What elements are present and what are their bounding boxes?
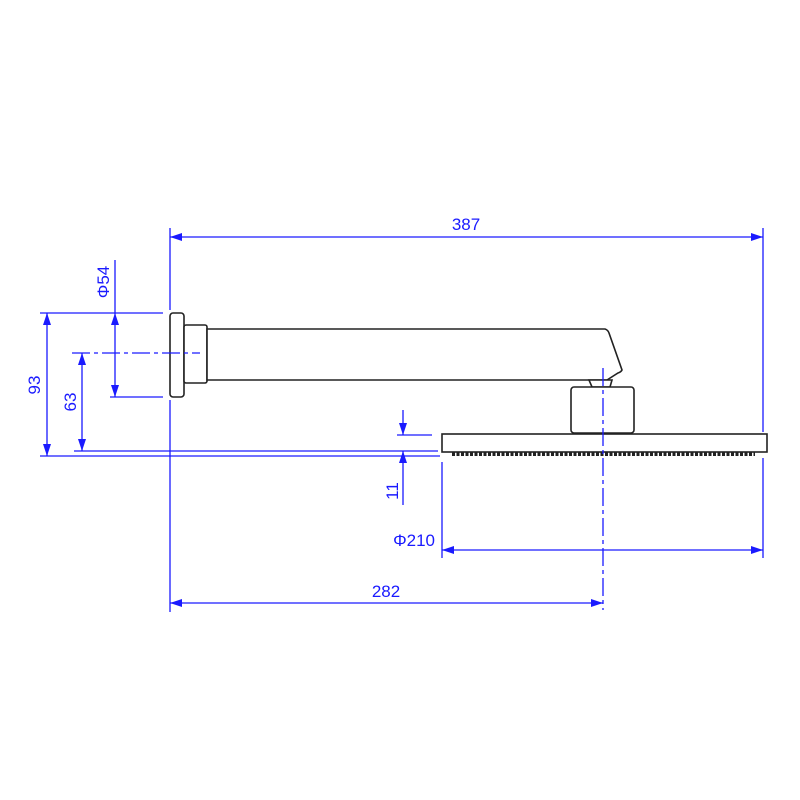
dim-label-93: 93 xyxy=(25,376,44,395)
arm-tube xyxy=(206,328,623,381)
dim-label-phi210: Φ210 xyxy=(393,531,435,550)
extension-lines xyxy=(40,228,764,612)
ball-joint xyxy=(587,379,614,388)
shower-arm-part xyxy=(169,312,768,456)
dim-overall-length: 387 xyxy=(170,215,763,241)
dim-label-387: 387 xyxy=(452,215,480,234)
shower-head-plate xyxy=(441,433,768,453)
flange-collar xyxy=(183,324,208,384)
dim-label-282: 282 xyxy=(372,582,400,601)
dim-axis-to-center: 282 xyxy=(170,582,603,607)
dim-flange-diameter: Φ54 xyxy=(94,260,119,397)
dim-total-height: 93 xyxy=(25,313,51,456)
dim-head-thickness: 11 xyxy=(383,410,407,505)
wall-flange xyxy=(169,312,185,398)
dim-axis-height: 63 xyxy=(61,353,86,451)
dim-head-diameter: Φ210 xyxy=(393,531,763,554)
dim-label-63: 63 xyxy=(61,393,80,412)
dim-label-11: 11 xyxy=(383,482,402,500)
dim-label-phi54: Φ54 xyxy=(94,266,113,298)
